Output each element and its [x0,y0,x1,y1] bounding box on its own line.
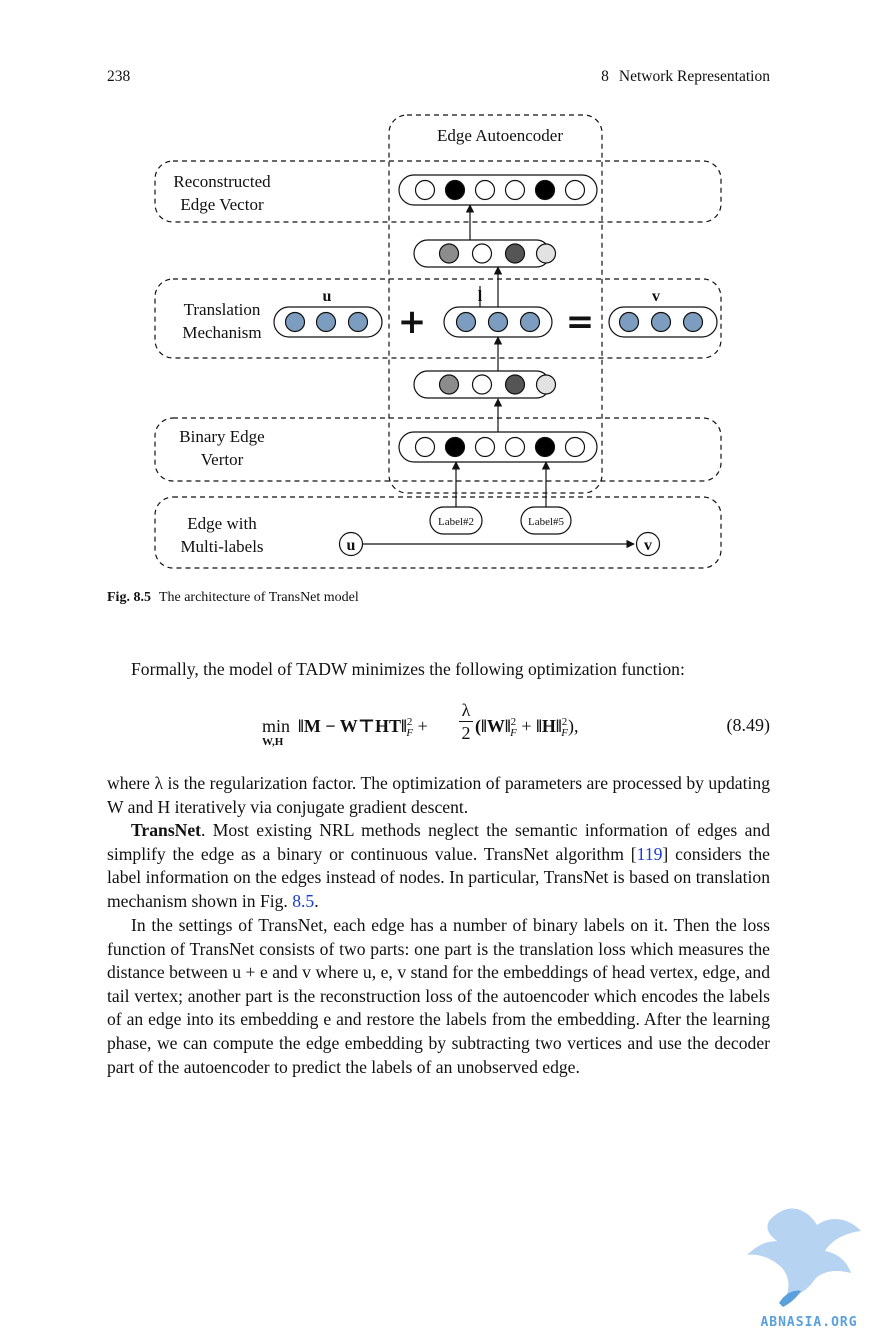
label-2-node [429,506,483,535]
reconstructed-vector [398,174,598,206]
neuron [284,311,306,333]
eq-frobenius-term: ‖M − W⊤HT‖2F + [298,716,428,739]
label-5-node [520,506,572,535]
head-vertex-node [338,531,364,557]
u-vector [273,306,383,338]
neuron [504,436,526,458]
neuron [315,311,337,333]
autoencoder-title: Edge Autoencoder [437,126,563,145]
equation-number: (8.49) [726,715,771,735]
neuron [471,374,493,395]
neurons [284,179,704,458]
neuron [438,243,460,264]
figure-number: Fig. 8.5 [107,590,151,605]
neuron [414,436,436,458]
reconstructed-label-1: Reconstructed [173,172,271,191]
neuron [347,311,369,333]
abnasia-watermark-logo: ABNASIA.ORG [747,1208,861,1330]
eq-min: min [262,716,291,736]
neuron [504,374,526,395]
label-5-text: Label#5 [528,516,565,528]
neuron [535,243,557,264]
translation-row-box [154,278,722,359]
paragraph-intro: Formally, the model of TADW minimizes th… [131,659,685,679]
multilabel-label-2: Multi-labels [180,537,263,556]
translation-label-1: Translation [184,300,261,319]
binary-row-box [154,417,722,482]
neuron [444,436,466,458]
neuron [618,311,640,333]
arrows [362,204,635,549]
neuron [471,243,493,264]
neuron [438,374,460,395]
neuron [455,311,477,333]
binary-label-1: Binary Edge [179,427,264,446]
neuron [414,179,436,201]
multilabel-label-1: Edge with [187,514,257,533]
chapter-heading: 8 Network Representation [601,68,770,86]
paragraph-settings: In the settings of TransNet, each edge h… [107,915,770,1077]
equals-operator: = [566,302,595,342]
transnet-term: TransNet [131,820,202,840]
watermark-text: ABNASIA.ORG [760,1315,857,1330]
neuron [474,179,496,201]
multilabel-row-box [154,496,722,569]
tail-vertex-node [635,531,661,557]
neuron [534,179,556,201]
neuron [534,436,556,458]
neuron [519,311,541,333]
tail-vertex-text: v [644,537,652,554]
neuron [535,374,557,395]
vector-u-label: u [323,288,332,305]
citation-link[interactable]: 119 [636,843,663,864]
figure-reference-link[interactable]: 8.5 [292,890,315,911]
neuron [444,179,466,201]
page-header: 238 8 Network Representation [107,68,770,90]
eq-min-subscript: W,H [262,736,284,748]
chapter-title: Network Representation [618,68,770,85]
neuron [682,311,704,333]
paragraph-lambda: where λ is the regularization factor. Th… [107,773,770,817]
reconstructed-row-box [154,160,722,223]
reconstructed-label-2: Edge Vector [180,195,264,214]
vector-v-label: v [652,288,660,305]
page-number: 238 [107,68,131,85]
neuron [650,311,672,333]
eq-regularizer: (‖W‖2F + ‖H‖2F), [475,716,579,739]
figure-caption-text: The architecture of TransNet model [158,590,359,605]
neuron [564,436,586,458]
figure-caption: Fig. 8.5 The architecture of TransNet mod… [107,590,359,606]
neuron [564,179,586,201]
neuron [487,311,509,333]
label-2-text: Label#2 [438,516,474,528]
head-vertex-text: u [347,537,356,554]
neuron [474,436,496,458]
neuron [504,243,526,264]
neuron [504,179,526,201]
plus-operator: + [398,302,427,342]
chapter-number: 8 [601,68,609,85]
binary-label-2: Vertor [201,450,244,469]
v-vector [608,306,718,338]
translation-label-2: Mechanism [182,323,261,342]
paragraph-transnet: TransNet. Most existing NRL methods negl… [107,820,770,911]
transnet-figure: Edge Autoencoder Reconstructed Edge Vect… [154,114,722,569]
